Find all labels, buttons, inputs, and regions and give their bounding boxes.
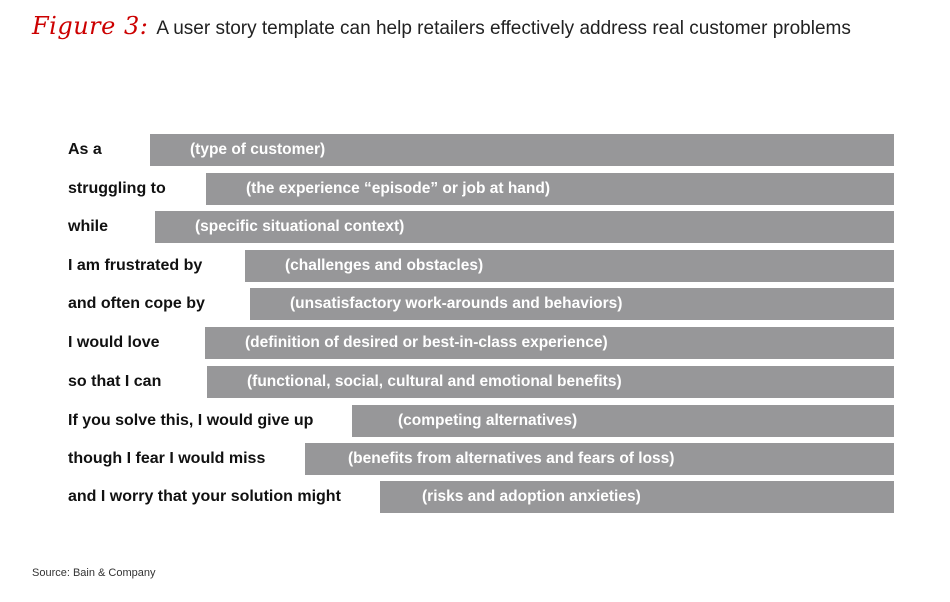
story-row-placeholder: (definition of desired or best-in-class …: [245, 334, 608, 351]
story-row-bar: (type of customer): [150, 134, 894, 166]
story-row-label: though I fear I would miss: [68, 450, 266, 467]
story-row-challenges: I am frustrated by (challenges and obsta…: [0, 250, 950, 282]
figure-title: A user story template can help retailers…: [156, 18, 851, 39]
story-row-bar: (unsatisfactory work-arounds and behavio…: [250, 288, 894, 320]
story-row-placeholder: (type of customer): [190, 141, 326, 158]
story-row-bar: (benefits from alternatives and fears of…: [305, 443, 894, 475]
story-row-label: As a: [68, 141, 102, 158]
story-row-situational-context: while (specific situational context): [0, 211, 950, 243]
story-row-label: If you solve this, I would give up: [68, 412, 314, 429]
figure-label: Figure 3:: [32, 12, 149, 40]
story-row-experience-episode: struggling to (the experience “episode” …: [0, 173, 950, 205]
story-row-label: while: [68, 218, 109, 235]
story-row-placeholder: (benefits from alternatives and fears of…: [348, 450, 675, 467]
story-row-adoption-anxieties: and I worry that your solution might (ri…: [0, 481, 950, 513]
story-row-type-of-customer: As a (type of customer): [0, 134, 950, 166]
story-row-bar: (challenges and obstacles): [245, 250, 894, 282]
figure-header: Figure 3: A user story template can help…: [32, 12, 851, 44]
story-row-label: struggling to: [68, 180, 166, 197]
story-row-placeholder: (challenges and obstacles): [285, 257, 484, 274]
story-row-competing-alternatives: If you solve this, I would give up (comp…: [0, 405, 950, 437]
story-row-bar: (functional, social, cultural and emotio…: [207, 366, 894, 398]
story-row-bar: (definition of desired or best-in-class …: [205, 327, 894, 359]
story-row-placeholder: (competing alternatives): [398, 412, 578, 429]
story-row-benefits: so that I can (functional, social, cultu…: [0, 366, 950, 398]
source-note: Source: Bain & Company: [32, 567, 156, 579]
story-row-bar: (specific situational context): [155, 211, 894, 243]
story-row-work-arounds: and often cope by (unsatisfactory work-a…: [0, 288, 950, 320]
story-row-label: and often cope by: [68, 295, 205, 312]
story-row-bar: (risks and adoption anxieties): [380, 481, 894, 513]
story-row-placeholder: (functional, social, cultural and emotio…: [247, 373, 622, 390]
story-row-label: and I worry that your solution might: [68, 488, 341, 505]
story-row-label: I would love: [68, 334, 160, 351]
story-row-placeholder: (the experience “episode” or job at hand…: [246, 180, 551, 197]
story-row-label: so that I can: [68, 373, 162, 390]
story-row-fears-of-loss: though I fear I would miss (benefits fro…: [0, 443, 950, 475]
story-row-bar: (the experience “episode” or job at hand…: [206, 173, 894, 205]
story-row-placeholder: (unsatisfactory work-arounds and behavio…: [290, 295, 623, 312]
story-row-placeholder: (specific situational context): [195, 218, 405, 235]
story-row-placeholder: (risks and adoption anxieties): [422, 488, 641, 505]
story-row-bar: (competing alternatives): [352, 405, 894, 437]
story-row-label: I am frustrated by: [68, 257, 203, 274]
story-row-desired-experience: I would love (definition of desired or b…: [0, 327, 950, 359]
